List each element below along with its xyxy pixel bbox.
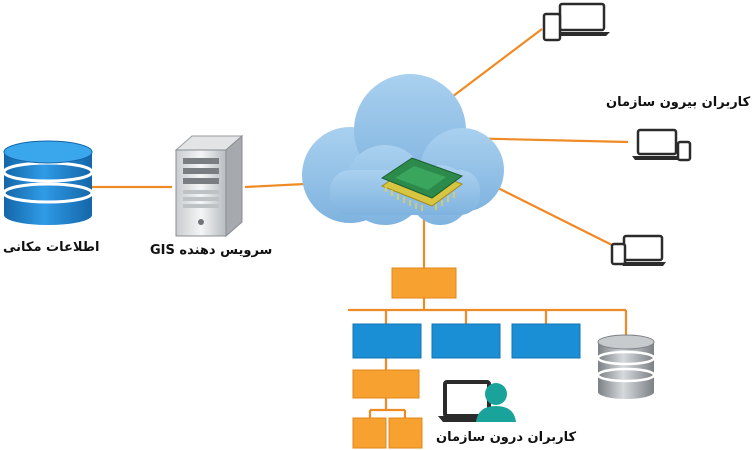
laptop-phone-icon: [632, 128, 692, 162]
connector-server-cloud: [244, 182, 306, 189]
database-icon: [2, 140, 94, 225]
blue-node: [431, 323, 501, 359]
switch-node: [391, 267, 457, 299]
internal-users-label: کاربران درون سازمان: [436, 430, 577, 445]
blue-node: [352, 323, 422, 359]
orange-node-small: [388, 417, 423, 449]
connectors: [92, 28, 629, 418]
cloud-icon: [302, 74, 504, 225]
gis-server-label: سرویس دهنده GIS: [150, 243, 273, 258]
server-tower-icon: [174, 134, 244, 238]
orange-node: [352, 369, 420, 399]
orange-node-small: [352, 417, 387, 449]
blue-node: [511, 323, 581, 359]
circuit-board-icon: [380, 157, 464, 211]
laptop-phone-icon: [610, 234, 666, 266]
database-icon: [596, 334, 656, 399]
connector-cloud-device3: [487, 182, 613, 246]
external-users-label: کاربران بیرون سازمان: [606, 95, 751, 110]
laptop-phone-icon: [542, 2, 610, 42]
connector-cloud-device1: [439, 28, 543, 107]
user-monitor-icon: [438, 380, 516, 422]
spatial-data-label: اطلاعات مکانی: [3, 240, 100, 255]
